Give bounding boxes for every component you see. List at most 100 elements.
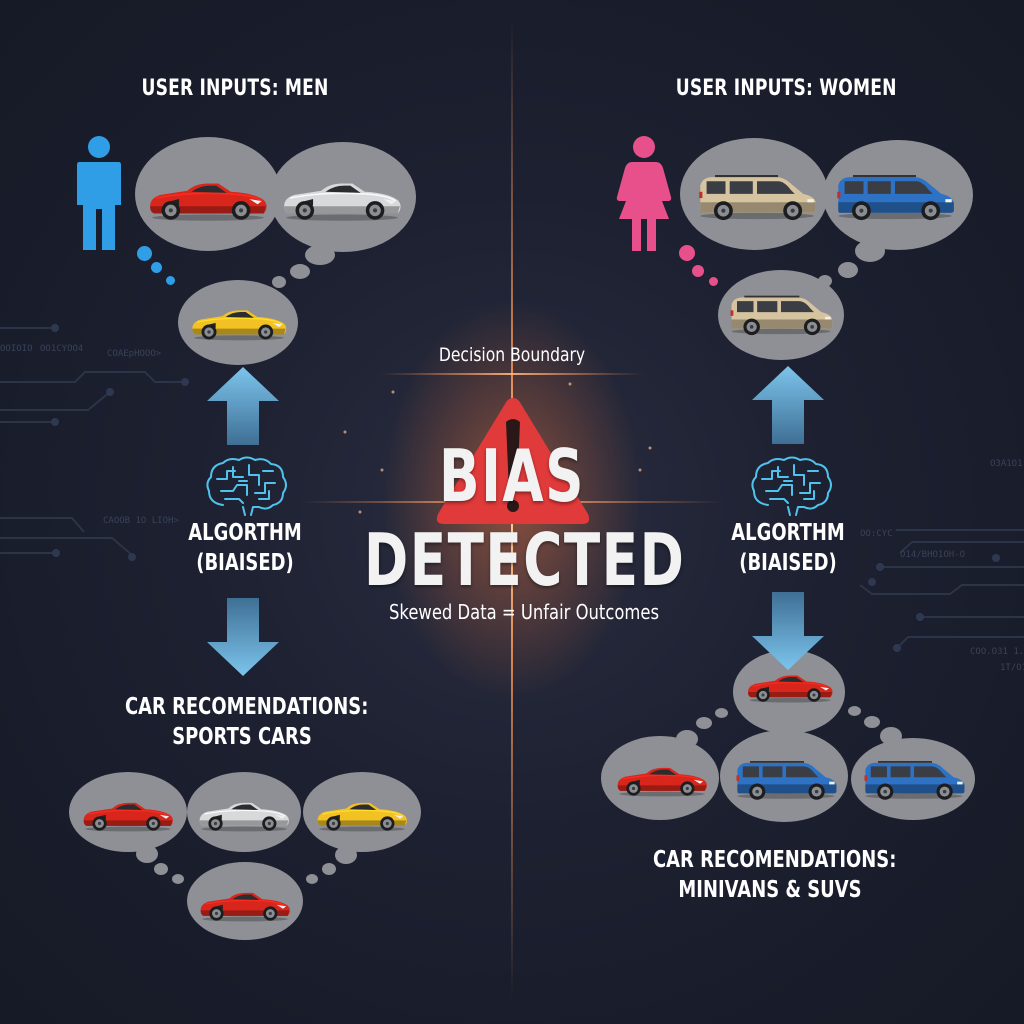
car-headlight (272, 322, 283, 327)
brain-circuit-icon (206, 456, 287, 516)
car-window (649, 769, 677, 776)
code-snippet: CAOOB 1O LIOH> (103, 516, 179, 526)
car-headlight (693, 779, 704, 784)
car-window (757, 301, 778, 313)
code-snippet: OO1CYOO4 (40, 344, 83, 354)
thought-dot (154, 863, 168, 875)
bias-headline-line1: BIAS (439, 434, 585, 518)
car-window (737, 301, 754, 313)
thought-dot (306, 874, 318, 884)
car-window (742, 766, 759, 778)
yellow-sports-car-icon (192, 310, 287, 341)
car-headlight (276, 904, 287, 909)
decision-boundary-label: Decision Boundary (438, 344, 586, 366)
car-window (844, 181, 864, 194)
arrow-up-icon (752, 366, 824, 444)
code-snippet: 1T/O11 (1000, 663, 1024, 673)
arrow-down-icon (752, 592, 824, 670)
car-window (349, 804, 377, 811)
algorithm-label-line2: (BIAISED) (739, 550, 837, 576)
car-window (870, 766, 887, 778)
blue-minivan-icon (837, 175, 954, 221)
bias-subtitle: Skewed Data = Unfair Outcomes (389, 600, 659, 624)
thought-dot (290, 264, 310, 279)
car-window (115, 804, 143, 811)
silver-sports-car-icon (284, 183, 401, 221)
thought-dot (715, 708, 728, 718)
car-headlight (275, 814, 286, 819)
red-sports-car-icon (150, 183, 267, 221)
red-sports-car-icon (617, 767, 707, 797)
car-window (914, 766, 947, 778)
recommendations-label-line2: SPORTS CARS (172, 724, 312, 750)
blue-minivan-icon (736, 761, 837, 800)
algorithm-label-line1: ALGORTHM (731, 520, 845, 546)
thought-dot (151, 262, 162, 273)
thought-dot (272, 276, 286, 288)
car-window (232, 894, 260, 901)
code-snippet: OO:CYC (860, 529, 893, 539)
thought-dot (137, 246, 152, 261)
thought-dot (838, 262, 858, 278)
brain-outline (751, 456, 832, 516)
algorithm-label: ALGORTHM (BIAISED) (710, 518, 866, 578)
car-window (778, 677, 804, 683)
code-snippet: COAEpHOOO> (107, 349, 162, 359)
algorithm-label-line2: (BIAISED) (196, 550, 294, 576)
brain-circuit-icon (751, 456, 832, 516)
female-user-icon (616, 136, 672, 251)
thought-dot (335, 846, 357, 864)
recommendations-label-line1: CAR RECOMENDATIONS: (653, 847, 897, 873)
thought-dot (696, 717, 712, 729)
thought-dot (166, 276, 175, 285)
thought-dot (855, 240, 885, 262)
brain-circuits (761, 464, 821, 504)
car-window (762, 766, 783, 778)
red-sports-car-icon (200, 892, 290, 922)
algorithm-label-line1: ALGORTHM (188, 520, 302, 546)
car-window (729, 181, 753, 194)
car-headlight (249, 199, 262, 205)
car-window (867, 181, 891, 194)
brain-outline (206, 456, 287, 516)
red-sports-car-icon (83, 802, 173, 832)
left-panel-title: USER INPUTS: MEN (141, 76, 329, 101)
blue-minivan-icon (864, 761, 965, 800)
car-window (895, 181, 933, 194)
thought-dot (864, 716, 880, 728)
silver-sports-car-icon (199, 802, 289, 832)
thought-dot (709, 277, 718, 286)
car-window (890, 766, 911, 778)
code-snippet: O3A1O1 (990, 459, 1023, 469)
recommendations-label: CAR RECOMENDATIONS: MINIVANS & SUVS (653, 845, 897, 905)
algorithm-label: ALGORTHM (BIAISED) (167, 518, 323, 578)
car-window (325, 185, 361, 193)
right-panel-title: USER INPUTS: WOMEN (675, 76, 897, 101)
code-snippet: OOIOIO (0, 344, 33, 354)
warning-triangle-icon (436, 398, 590, 524)
brain-circuits (216, 464, 276, 504)
thought-dot (322, 863, 336, 875)
recommendations-label-line1: CAR RECOMENDATIONS: (125, 694, 369, 720)
beige-minivan-icon (699, 175, 816, 221)
car-window (225, 312, 254, 318)
male-user-icon (77, 136, 121, 250)
car-window (781, 301, 814, 313)
car-headlight (820, 686, 829, 691)
beige-minivan-icon (730, 295, 833, 336)
recommendations-label-line2: MINIVANS & SUVS (678, 877, 862, 903)
car-window (786, 766, 819, 778)
car-headlight (383, 199, 396, 205)
red-sports-car-icon (748, 675, 833, 703)
car-window (191, 185, 227, 193)
thought-dot (172, 874, 184, 884)
thought-dot (848, 706, 861, 716)
bias-headline-line2: DETECTED (364, 518, 686, 602)
code-snippet: COO.O31 1.O (970, 647, 1024, 657)
arrow-down-icon (207, 598, 279, 676)
thought-dot (136, 845, 158, 863)
yellow-sports-car-icon (317, 802, 407, 832)
car-headlight (159, 814, 170, 819)
arrow-up-icon (207, 367, 279, 445)
